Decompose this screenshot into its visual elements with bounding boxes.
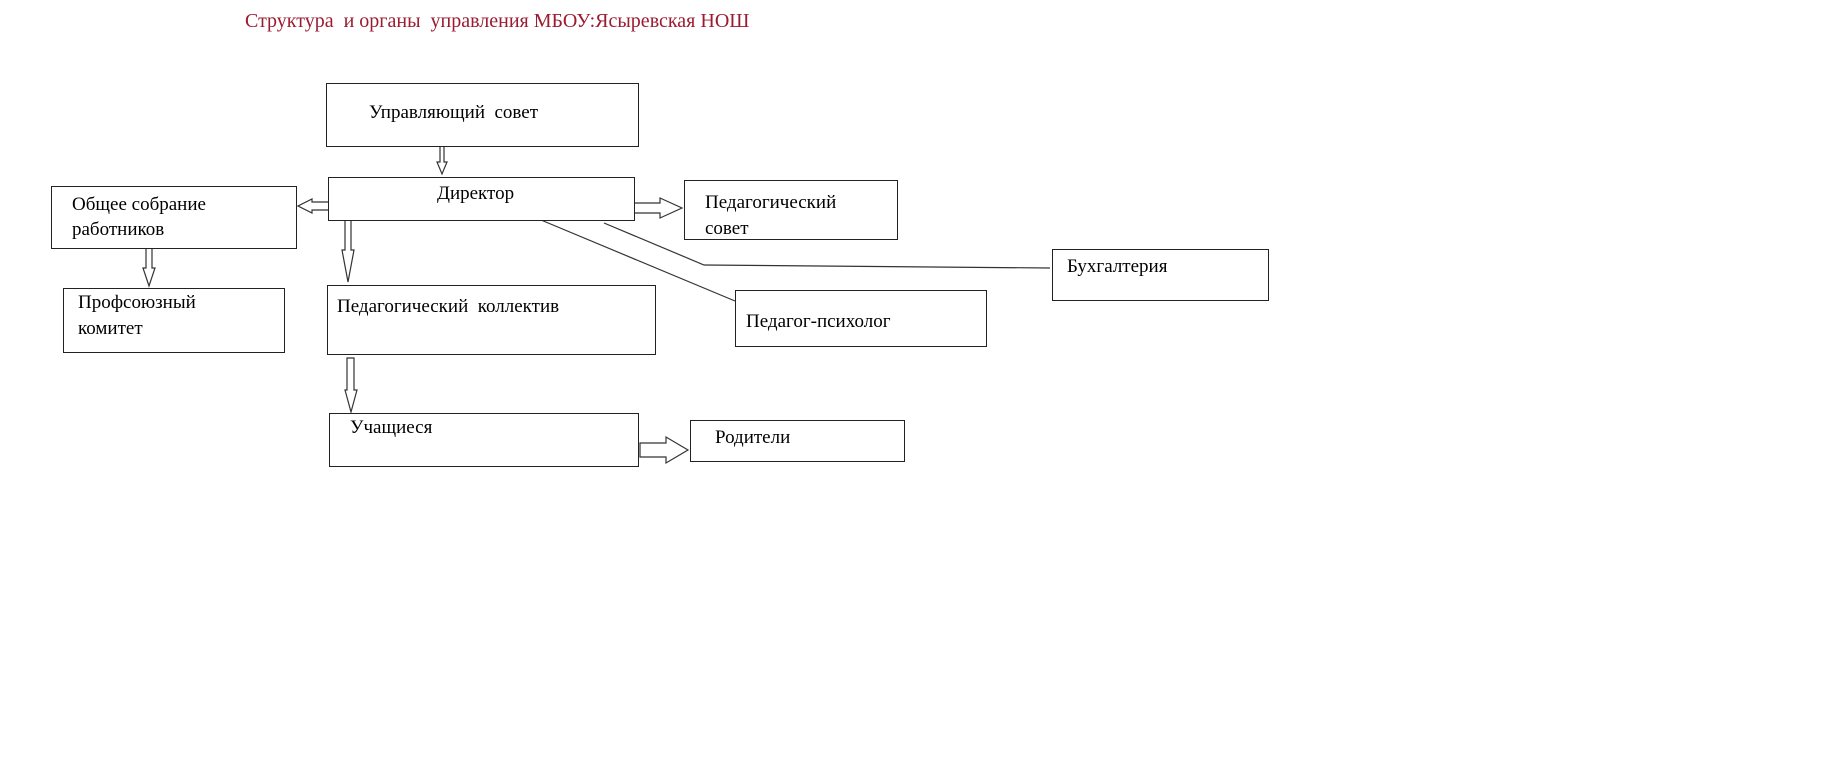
arrow-director-to-pedcouncil	[633, 197, 684, 219]
trade-union-box: Профсоюзный комитет	[63, 288, 285, 353]
director-box: Директор	[328, 177, 635, 221]
general-meeting-label-1: Общее собрание	[72, 194, 206, 215]
trade-union-label-2: комитет	[78, 318, 143, 339]
general-meeting-box: Общее собрание работников	[51, 186, 297, 249]
arrow-council-to-director	[436, 145, 448, 176]
psychologist-label: Педагог-психолог	[746, 311, 891, 332]
parents-box: Родители	[690, 420, 905, 462]
pedagogical-council-label-1: Педагогический	[705, 192, 837, 213]
general-meeting-label-2: работников	[72, 219, 165, 240]
governing-council-label: Управляющий совет	[369, 102, 539, 123]
accounting-box: Бухгалтерия	[1052, 249, 1269, 301]
trade-union-label-1: Профсоюзный	[78, 292, 196, 313]
director-label: Директор	[437, 183, 515, 204]
governing-council-box: Управляющий совет	[326, 83, 639, 147]
line-director-to-psychologist	[540, 219, 736, 302]
diagram-title: Структура и органы управления МБОУ:Ясыре…	[245, 10, 750, 32]
pedagogical-council-label-2: совет	[705, 218, 749, 239]
arrow-director-to-staff	[341, 219, 355, 283]
psychologist-box: Педагог-психолог	[735, 290, 987, 347]
students-box: Учащиеся	[329, 413, 639, 467]
arrow-staff-to-students	[344, 357, 358, 415]
arrow-director-to-meeting	[296, 198, 331, 214]
arrow-meeting-to-union	[142, 247, 156, 288]
accounting-label: Бухгалтерия	[1067, 256, 1168, 277]
teaching-staff-box: Педагогический коллектив	[327, 285, 656, 355]
parents-label: Родители	[715, 427, 791, 448]
line-director-to-accounting	[603, 222, 1051, 269]
students-label: Учащиеся	[350, 417, 433, 438]
teaching-staff-label: Педагогический коллектив	[337, 296, 560, 317]
pedagogical-council-box: Педагогический совет	[684, 180, 898, 240]
arrow-students-to-parents	[639, 435, 690, 465]
